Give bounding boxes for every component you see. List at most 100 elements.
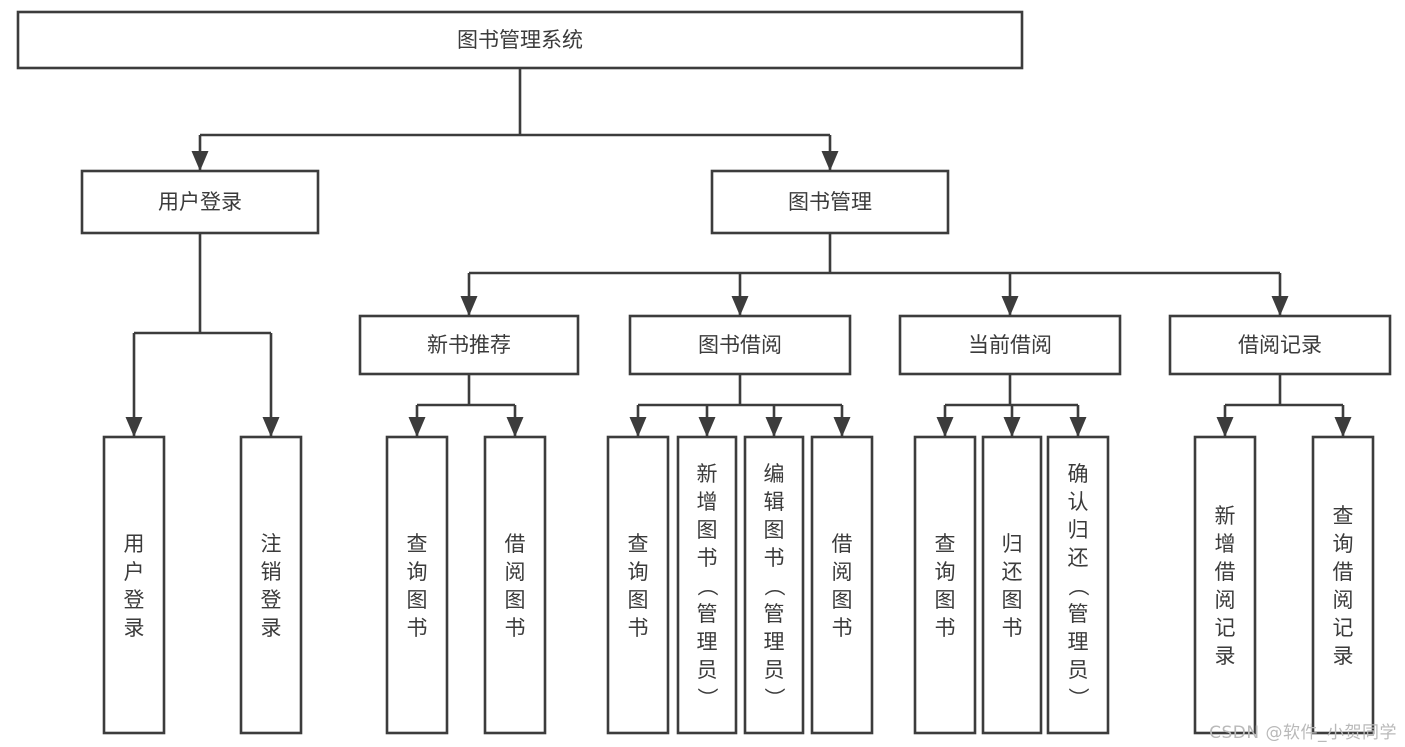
- node-label-l_add_book-char-2: 图: [697, 518, 718, 542]
- node-box-n_new_book_rec[interactable]: [358, 314, 580, 376]
- node-n_borrow_record[interactable]: 借阅记录: [1168, 314, 1392, 376]
- arrow-head-icon: [731, 296, 749, 316]
- arrow-head-icon: [765, 417, 783, 437]
- node-label-l_edit_book-char-1: 辑: [764, 490, 785, 514]
- node-n_user_login[interactable]: 用户登录: [80, 169, 320, 235]
- node-label-l_return_book-char-2: 图: [1002, 588, 1023, 612]
- node-box-l_query_book_b[interactable]: [606, 435, 670, 735]
- node-label-n_user_login: 用户登录: [158, 190, 242, 214]
- node-label-l_logout-char-2: 登: [261, 588, 282, 612]
- node-box-l_return_book[interactable]: [981, 435, 1043, 735]
- node-n_new_book_rec[interactable]: 新书推荐: [358, 314, 580, 376]
- node-box-root[interactable]: [16, 10, 1024, 70]
- node-label-l_confirm_return-char-1: 认: [1068, 490, 1089, 514]
- node-label-l_query_book_b-char-3: 书: [628, 616, 649, 640]
- node-label-l_confirm_return-char-4: （: [1066, 575, 1090, 596]
- node-label-l_query_record-char-5: 录: [1333, 644, 1354, 668]
- arrow-head-icon: [506, 417, 524, 437]
- node-label-l_logout-char-1: 销: [261, 560, 282, 584]
- node-label-l_borrow_book_a-char-3: 书: [505, 616, 526, 640]
- node-box-n_book_borrow[interactable]: [628, 314, 852, 376]
- node-label-l_query_book_c-char-0: 查: [935, 532, 956, 556]
- node-label-l_logout-char-0: 注: [261, 532, 282, 556]
- node-label-l_edit_book-char-5: 管: [764, 602, 785, 626]
- node-box-l_confirm_return[interactable]: [1046, 435, 1110, 735]
- node-label-l_add_book-char-1: 增: [697, 490, 718, 514]
- node-n_book_mgmt[interactable]: 图书管理: [710, 169, 950, 235]
- node-n_book_borrow[interactable]: 图书借阅: [628, 314, 852, 376]
- node-label-n_borrow_record: 借阅记录: [1238, 333, 1322, 357]
- node-label-l_confirm_return-char-0: 确: [1068, 462, 1089, 486]
- node-box-l_add_record[interactable]: [1193, 435, 1257, 735]
- node-label-l_query_book_b-char-2: 图: [628, 588, 649, 612]
- csdn-watermark: CSDN @软件_小贺同学: [1209, 723, 1397, 743]
- node-label-l_query_book_a-char-3: 书: [407, 616, 428, 640]
- node-label-n_current_borrow: 当前借阅: [968, 333, 1052, 357]
- node-box-l_query_book_c[interactable]: [913, 435, 977, 735]
- node-box-n_current_borrow[interactable]: [898, 314, 1122, 376]
- node-label-l_borrow_book_b-char-0: 借: [832, 532, 853, 556]
- arrow-head-icon: [629, 417, 647, 437]
- node-label-n_new_book_rec: 新书推荐: [427, 333, 511, 357]
- arrow-head-icon: [262, 417, 280, 437]
- node-box-l_logout[interactable]: [239, 435, 303, 735]
- node-root[interactable]: 图书管理系统: [16, 10, 1024, 70]
- node-label-l_query_book_a-char-2: 图: [407, 588, 428, 612]
- node-label-l_add_book-char-7: 员: [697, 658, 718, 682]
- arrow-head-icon: [1003, 417, 1021, 437]
- node-label-l_confirm_return-char-5: 管: [1068, 602, 1089, 626]
- node-box-l_query_record[interactable]: [1311, 435, 1375, 735]
- node-label-l_edit_book-char-6: 理: [764, 630, 785, 654]
- node-box-n_user_login[interactable]: [80, 169, 320, 235]
- node-box-n_book_mgmt[interactable]: [710, 169, 950, 235]
- node-box-l_query_book_a[interactable]: [385, 435, 449, 735]
- node-label-l_user_login-char-0: 用: [124, 532, 145, 556]
- arrow-head-icon: [125, 417, 143, 437]
- node-label-l_edit_book-char-2: 图: [764, 518, 785, 542]
- arrow-head-icon: [460, 296, 478, 316]
- node-box-l_borrow_book_b[interactable]: [810, 435, 874, 735]
- node-label-l_borrow_book_a-char-0: 借: [505, 532, 526, 556]
- node-label-n_book_mgmt: 图书管理: [788, 190, 872, 214]
- node-label-l_query_record-char-1: 询: [1333, 532, 1354, 556]
- arrow-head-icon: [191, 151, 209, 171]
- node-l_user_login[interactable]: 用户登录: [102, 435, 166, 735]
- node-label-l_logout-char-3: 录: [261, 616, 282, 640]
- node-label-l_borrow_book_a-char-2: 图: [505, 588, 526, 612]
- arrow-head-icon: [1216, 417, 1234, 437]
- node-label-l_add_record-char-2: 借: [1215, 560, 1236, 584]
- arrow-head-icon: [1334, 417, 1352, 437]
- node-label-l_edit_book-char-3: 书: [764, 546, 785, 570]
- node-n_current_borrow[interactable]: 当前借阅: [898, 314, 1122, 376]
- node-label-l_edit_book-char-4: （: [762, 575, 786, 596]
- node-label-l_query_record-char-0: 查: [1333, 504, 1354, 528]
- node-label-l_confirm_return-char-2: 归: [1068, 518, 1089, 542]
- node-box-l_user_login[interactable]: [102, 435, 166, 735]
- node-label-l_add_book-char-4: （: [695, 575, 719, 596]
- node-label-l_add_record-char-1: 增: [1215, 532, 1236, 556]
- node-box-l_edit_book[interactable]: [743, 435, 805, 735]
- node-box-l_add_book[interactable]: [676, 435, 738, 735]
- node-box-l_borrow_book_a[interactable]: [483, 435, 547, 735]
- node-label-l_query_record-char-3: 阅: [1333, 588, 1354, 612]
- node-label-l_return_book-char-1: 还: [1002, 560, 1023, 584]
- node-label-l_user_login-char-2: 登: [124, 588, 145, 612]
- node-box-n_borrow_record[interactable]: [1168, 314, 1392, 376]
- nodes-layer: 图书管理系统用户登录图书管理新书推荐图书借阅当前借阅借阅记录用户登录注销登录查询…: [16, 10, 1392, 735]
- node-label-l_return_book-char-0: 归: [1002, 532, 1023, 556]
- node-label-l_add_book-char-3: 书: [697, 546, 718, 570]
